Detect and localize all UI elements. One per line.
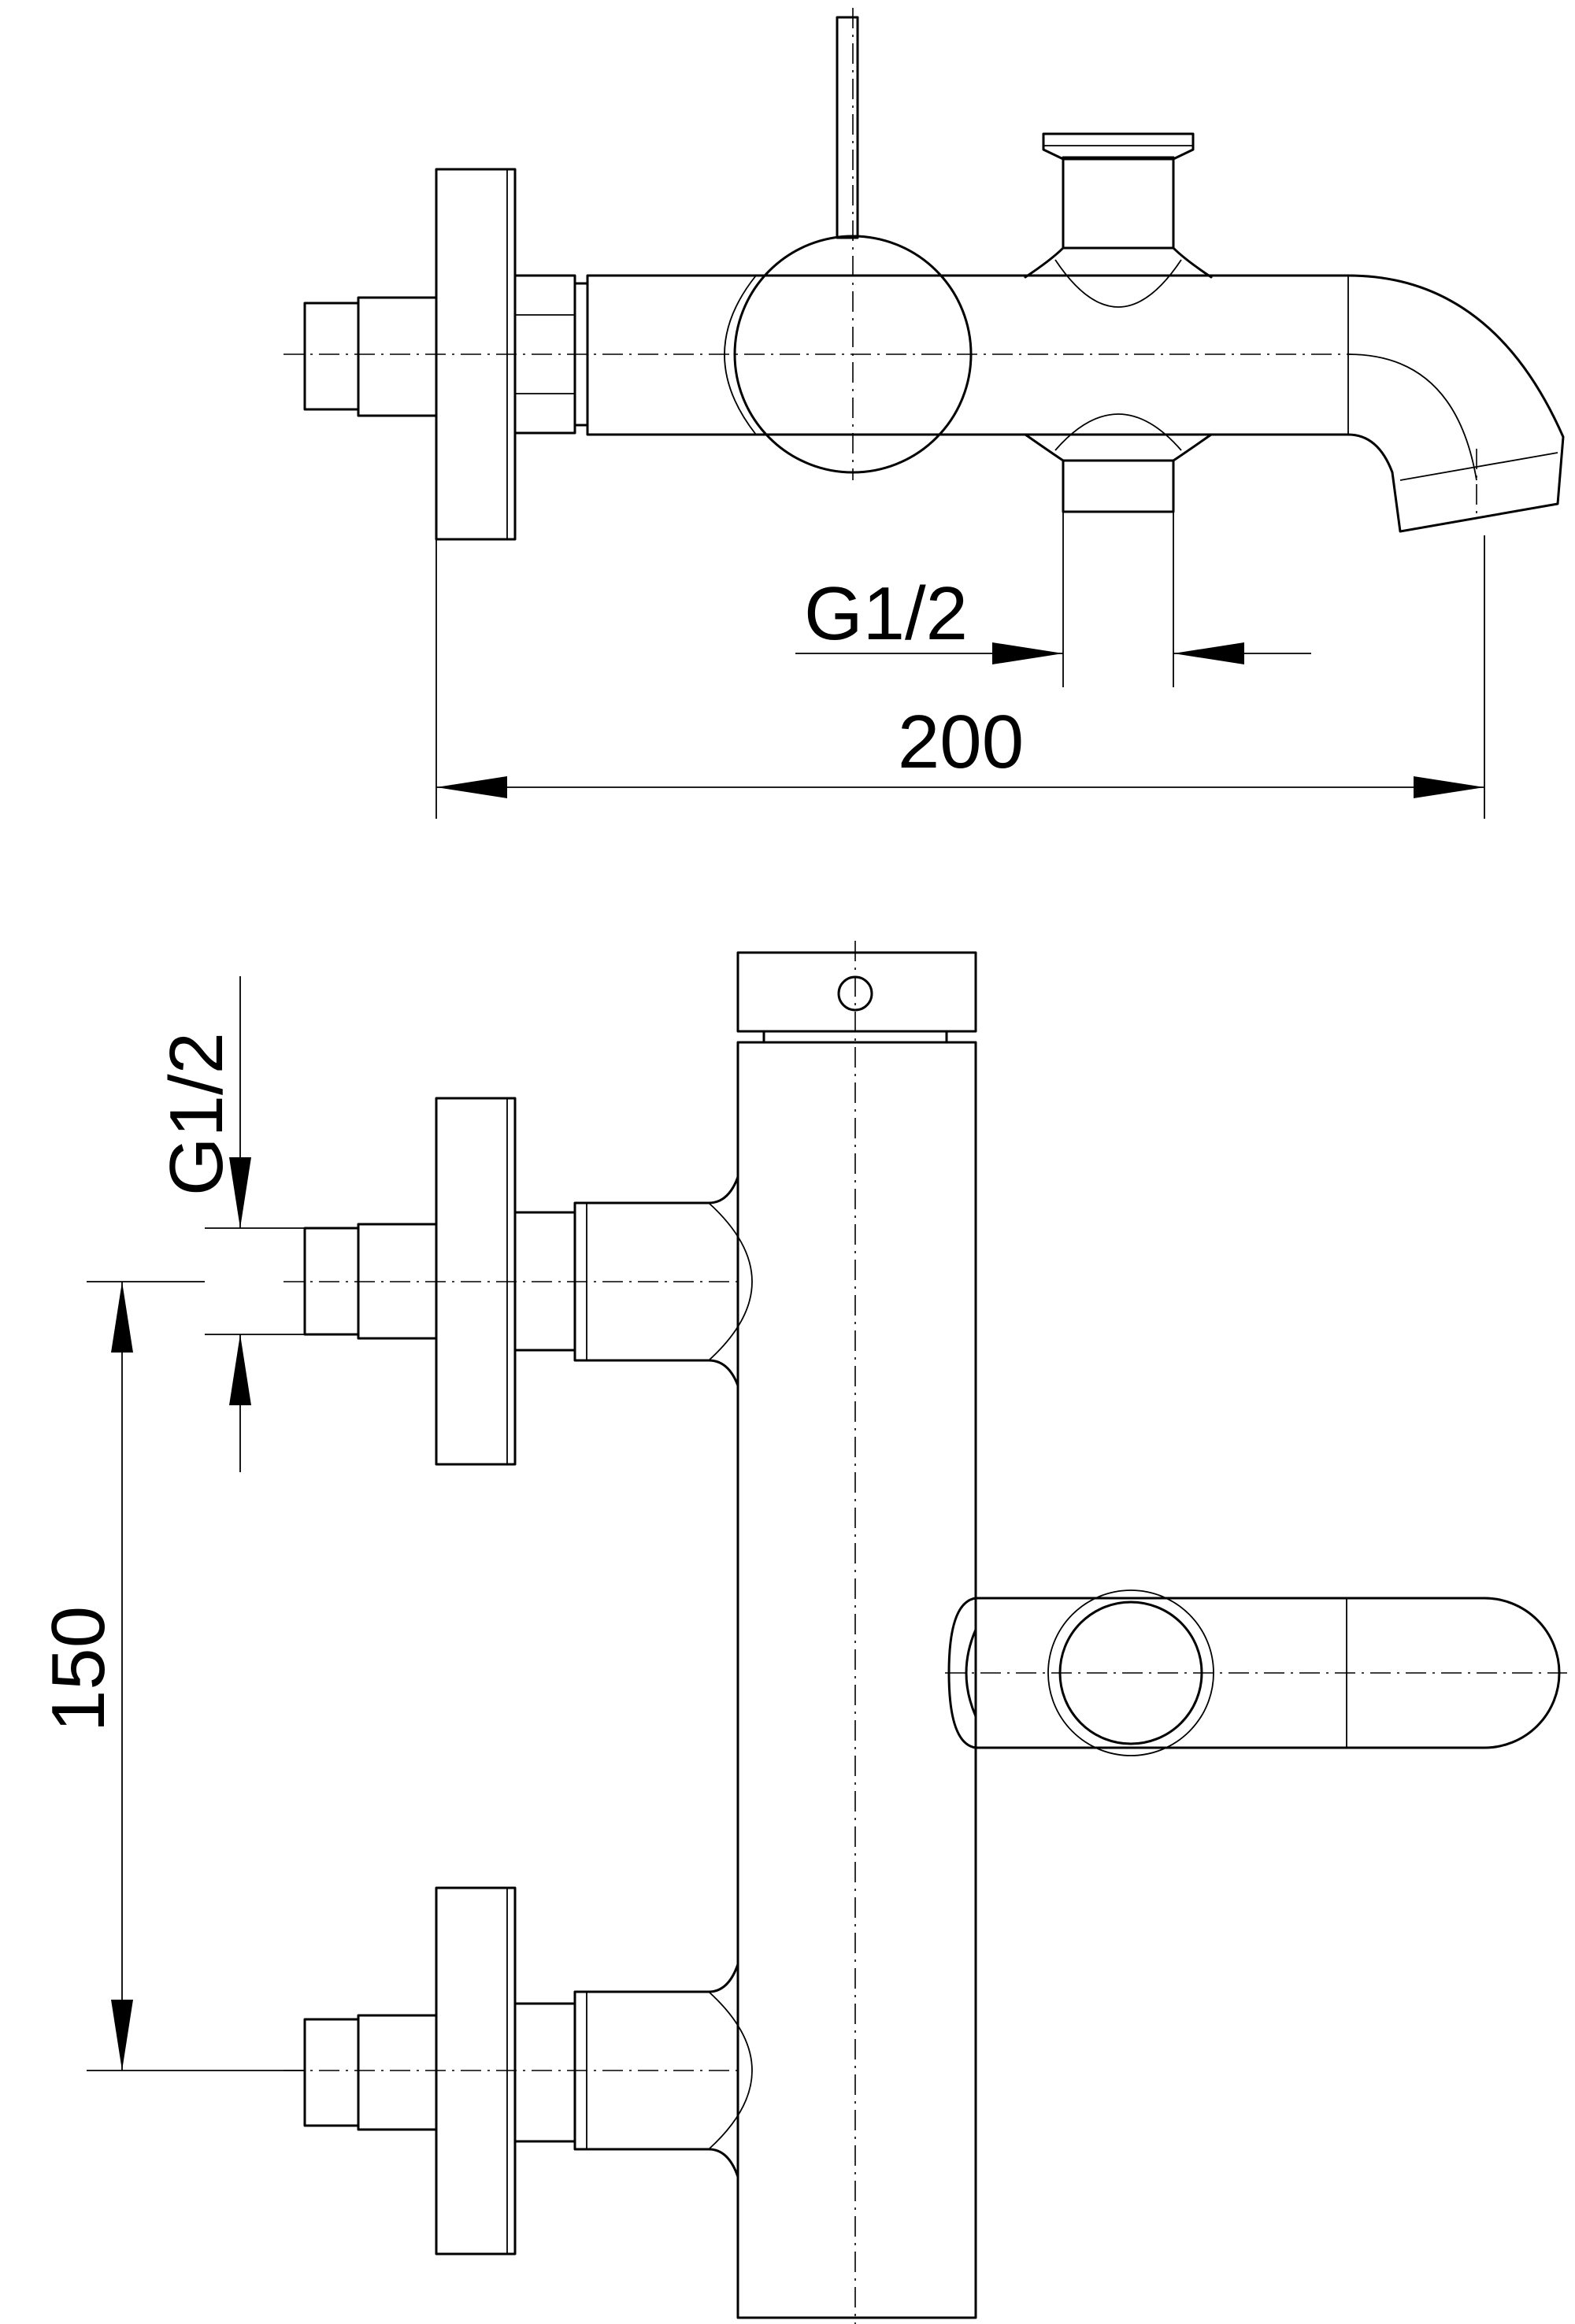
side-thread-label: G1/2 — [154, 1032, 239, 1196]
side-spacing-dimension: 150 — [36, 1281, 305, 2071]
diverter-knob-stem — [1062, 156, 1175, 250]
top-width-label: 200 — [898, 700, 1024, 784]
front-view — [284, 941, 1567, 2324]
top-width-dimension: 200 — [435, 535, 1485, 819]
front-top-cap — [736, 951, 977, 1033]
side-thread-dimension: G1/2 — [154, 976, 305, 1472]
top-shower-outlet — [1062, 459, 1175, 513]
front-vertical-body — [736, 1041, 977, 2319]
lower-hex-nut — [513, 2002, 576, 2143]
diverter-knob-cap — [1042, 132, 1195, 161]
top-mixer-body — [586, 274, 1565, 533]
top-inlet-thread — [303, 302, 360, 411]
top-thread-label: G1/2 — [804, 572, 968, 656]
front-lever — [947, 1597, 1561, 1749]
lower-inlet-thread — [303, 2018, 360, 2127]
top-control-lever — [836, 16, 859, 239]
top-thread-dimension: G1/2 — [795, 512, 1311, 687]
top-view — [284, 8, 1565, 541]
side-spacing-label: 150 — [36, 1606, 120, 1732]
